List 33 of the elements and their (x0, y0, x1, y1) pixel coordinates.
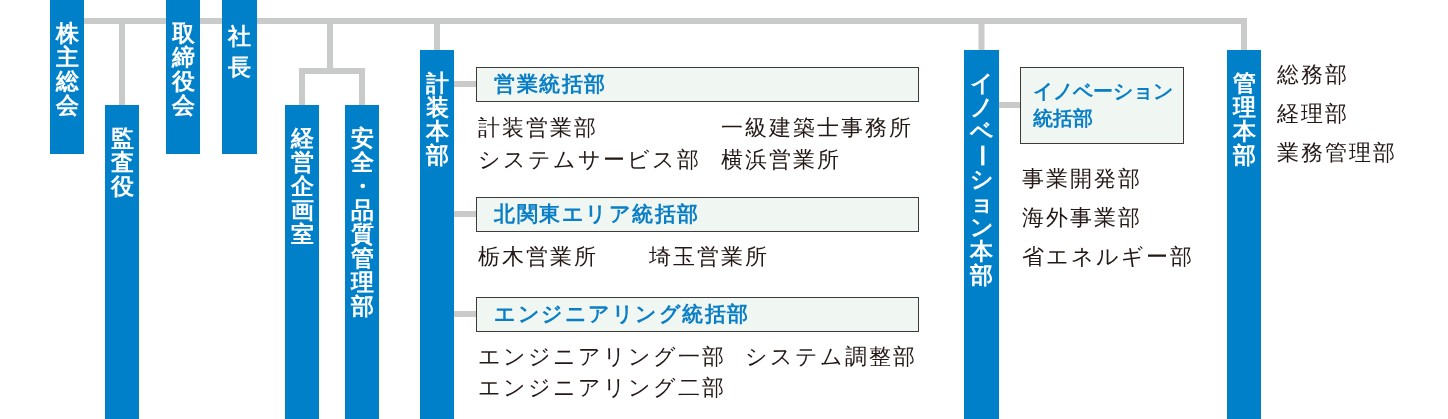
department-label: 業務管理部 (1277, 142, 1397, 164)
org-unit-bar: イノベーション本部 (964, 50, 999, 419)
department-label: 計装営業部 (478, 117, 598, 139)
division-header-box: イノベーション統括部 (1020, 67, 1184, 144)
connector-line (200, 18, 222, 24)
department-label: 事業開発部 (1022, 168, 1142, 190)
department-label: システム調整部 (745, 346, 917, 368)
department-label: エンジニアリング一部 (478, 346, 726, 368)
org-unit-bar: 株主総会 (50, 0, 84, 154)
department-label: 省エネルギー部 (1022, 246, 1194, 268)
department-label: 埼玉営業所 (649, 246, 769, 268)
department-label: システムサービス部 (478, 149, 701, 171)
connector-line (999, 102, 1020, 108)
department-label: 経理部 (1277, 103, 1349, 125)
org-unit-bar: 管理本部 (1227, 50, 1261, 419)
org-unit-bar: 社長 (222, 0, 257, 154)
division-header-box: エンジニアリング統括部 (476, 297, 919, 332)
department-label: 栃木営業所 (478, 246, 598, 268)
connector-line (454, 211, 476, 217)
org-unit-bar: 経営企画室 (285, 105, 319, 419)
department-label: 横浜営業所 (721, 149, 841, 171)
org-unit-bar: 計装本部 (420, 50, 454, 419)
department-label: エンジニアリング二部 (478, 377, 726, 399)
connector-line (454, 311, 476, 317)
department-label: 一級建築士事務所 (721, 117, 913, 139)
org-unit-bar: 安全・品質管理部 (345, 105, 379, 419)
department-label: 海外事業部 (1022, 207, 1142, 229)
department-label: 総務部 (1277, 64, 1349, 86)
division-header-box: 営業統括部 (476, 67, 919, 102)
org-unit-bar: 監査役 (105, 105, 139, 419)
org-unit-bar: 取締役会 (166, 0, 200, 154)
division-header-box: 北関東エリア統括部 (476, 197, 919, 232)
connector-line (454, 81, 476, 87)
